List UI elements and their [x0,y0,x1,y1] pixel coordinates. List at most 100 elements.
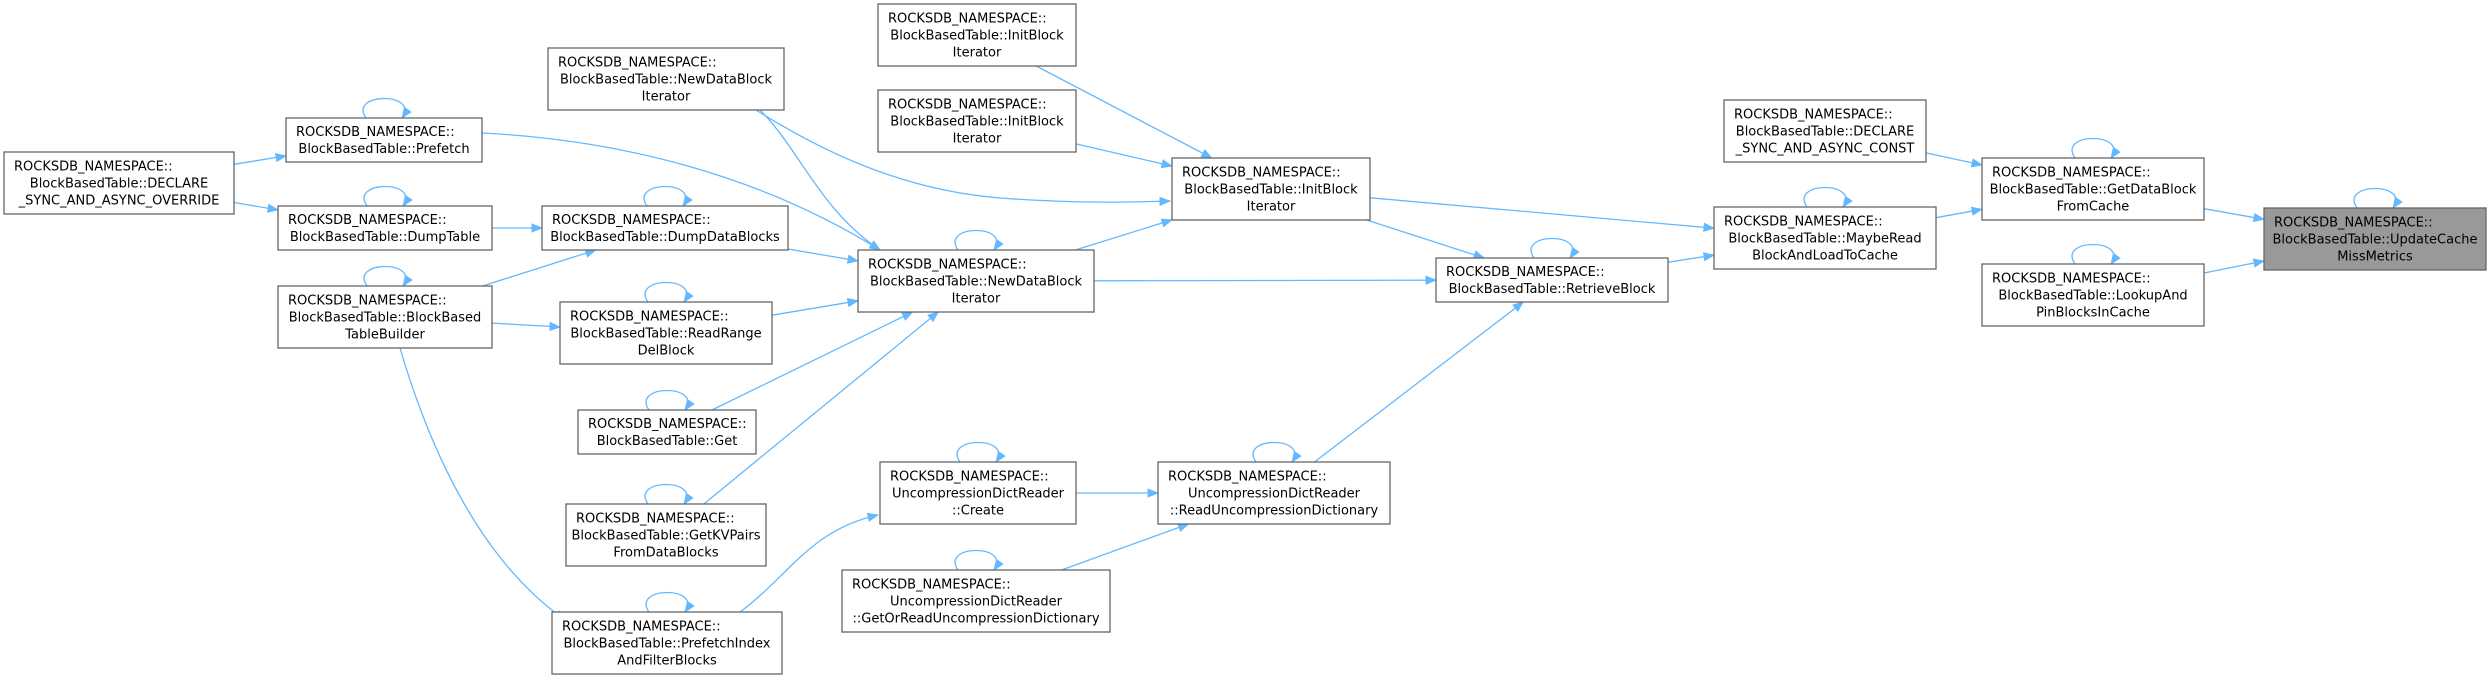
node-box[interactable] [1157,461,1391,525]
node-initblockiter_main[interactable]: ROCKSDB_NAMESPACE::BlockBasedTable::Init… [1171,157,1371,221]
node-initblockiter_b[interactable]: ROCKSDB_NAMESPACE::BlockBasedTable::Init… [877,89,1077,153]
node-uncompcreate[interactable]: ROCKSDB_NAMESPACE::UncompressionDictRead… [879,441,1077,525]
node-box[interactable] [1713,206,1937,270]
node-getdatablock[interactable]: ROCKSDB_NAMESPACE::BlockBasedTable::GetD… [1981,137,2205,221]
self-loop-edge [1803,186,1853,208]
node-readuncompdict[interactable]: ROCKSDB_NAMESPACE::UncompressionDictRead… [1157,441,1391,525]
node-box[interactable] [1723,99,1927,163]
edge-prefetch-to-newdatablockiter_main [481,132,881,251]
edge-dumpdatablocks-to-newdatablockiter_main [787,248,860,264]
node-label-line: ::GetOrReadUncompressionDictionary [852,612,1099,627]
node-label-line: BlockBasedTable::NewDataBlock [560,73,772,88]
node-label-line: BlockBasedTable::Get [597,434,738,449]
node-label-line: BlockBasedTable::GetDataBlock [1990,183,2197,198]
node-label-line: BlockBasedTable::InitBlock [1184,183,1358,198]
edge-builder-to-prefetchindex [399,347,566,621]
edge-newdatablockiter_main-to-initblockiter_main [1075,218,1174,251]
self-loop-edge [2353,187,2403,209]
edge-initblockiter_main-to-retrieveblock [1366,219,1486,260]
node-label-line: ROCKSDB_NAMESPACE:: [1724,215,1883,230]
node-box[interactable] [547,47,785,111]
node-prefetch[interactable]: ROCKSDB_NAMESPACE::BlockBasedTable::Pref… [285,97,483,163]
node-box[interactable] [1981,157,2205,221]
node-label-line: ROCKSDB_NAMESPACE:: [890,470,1049,485]
node-box[interactable] [551,611,783,675]
node-readrangedel[interactable]: ROCKSDB_NAMESPACE::BlockBasedTable::Read… [559,281,773,365]
edge-initblockiter_b-to-initblockiter_main [1075,143,1174,169]
node-box[interactable] [857,249,1095,313]
node-label-line: BlockBasedTable::NewDataBlock [870,275,1082,290]
node-declare_const[interactable]: ROCKSDB_NAMESPACE::BlockBasedTable::DECL… [1723,99,1927,163]
node-box[interactable] [541,205,789,251]
self-loop-edge [956,441,1006,463]
edge-declare_override-to-prefetch [233,152,288,165]
node-box[interactable] [277,285,493,349]
node-label-line: ROCKSDB_NAMESPACE:: [288,294,447,309]
node-label-line: BlockBasedTable::DECLARE [30,177,208,192]
node-box[interactable] [277,205,493,251]
edges-layer [233,65,2266,621]
node-getorreaduncomp[interactable]: ROCKSDB_NAMESPACE::UncompressionDictRead… [841,549,1111,633]
edge-builder-to-dumpdatablocks [482,248,597,287]
node-get[interactable]: ROCKSDB_NAMESPACE::BlockBasedTable::Get [577,389,757,455]
edge-newdatablockiter_main-to-retrieveblock [1093,275,1438,285]
node-label-line: ::ReadUncompressionDictionary [1170,504,1379,519]
node-label-line: ROCKSDB_NAMESPACE:: [570,310,729,325]
node-label-line: ROCKSDB_NAMESPACE:: [288,213,447,228]
node-box[interactable] [565,503,767,567]
node-label-line: DelBlock [638,344,695,359]
node-label-line: ROCKSDB_NAMESPACE:: [1992,166,2151,181]
node-initblockiter_a[interactable]: ROCKSDB_NAMESPACE::BlockBasedTable::Init… [877,3,1077,67]
node-declare_override[interactable]: ROCKSDB_NAMESPACE::BlockBasedTable::DECL… [3,151,235,215]
node-retrieveblock[interactable]: ROCKSDB_NAMESPACE::BlockBasedTable::Retr… [1435,237,1669,303]
node-label-line: ROCKSDB_NAMESPACE:: [588,417,747,432]
node-builder[interactable]: ROCKSDB_NAMESPACE::BlockBasedTable::Bloc… [277,265,493,349]
node-label-line: ROCKSDB_NAMESPACE:: [888,12,1047,27]
node-label-line: MissMetrics [2337,250,2413,265]
edge-prefetchindex-to-uncompcreate [739,512,880,613]
node-update[interactable]: ROCKSDB_NAMESPACE::BlockBasedTable::Upda… [2263,187,2487,271]
node-label-line: ROCKSDB_NAMESPACE:: [2274,216,2433,231]
edge-retrieveblock-to-maybereadblock [1667,252,1716,263]
node-box[interactable] [841,569,1111,633]
node-box[interactable] [1171,157,1371,221]
node-label-line: ROCKSDB_NAMESPACE:: [558,56,717,71]
node-box[interactable] [1981,263,2205,327]
node-label-line: BlockAndLoadToCache [1752,249,1898,264]
node-lookupandpin[interactable]: ROCKSDB_NAMESPACE::BlockBasedTable::Look… [1981,243,2205,327]
node-dumpdatablocks[interactable]: ROCKSDB_NAMESPACE::BlockBasedTable::Dump… [541,185,789,251]
edge-readrangedel-to-newdatablockiter_main [771,297,860,316]
node-label-line: ROCKSDB_NAMESPACE:: [868,258,1027,273]
node-label-line: ROCKSDB_NAMESPACE:: [888,98,1047,113]
node-label-line: ROCKSDB_NAMESPACE:: [1182,166,1341,181]
self-loop-edge [2071,243,2121,265]
node-maybereadblock[interactable]: ROCKSDB_NAMESPACE::BlockBasedTable::Mayb… [1713,186,1937,270]
edge-declare_override-to-dumptable [233,201,280,213]
node-label-line: BlockBasedTable::PrefetchIndex [564,637,771,652]
node-box[interactable] [879,461,1077,525]
self-loop-edge [645,591,695,613]
node-newdatablockiter_main[interactable]: ROCKSDB_NAMESPACE::BlockBasedTable::NewD… [857,229,1095,313]
node-box[interactable] [577,409,757,455]
node-box[interactable] [877,89,1077,153]
self-loop-edge [1252,441,1302,463]
self-loop-edge [363,265,413,287]
node-label-line: BlockBasedTable::RetrieveBlock [1449,282,1656,297]
node-box[interactable] [1435,257,1669,303]
node-box[interactable] [559,301,773,365]
node-label-line: ROCKSDB_NAMESPACE:: [1992,272,2151,287]
node-box[interactable] [2263,207,2487,271]
self-loop-edge [644,281,694,303]
node-prefetchindex[interactable]: ROCKSDB_NAMESPACE::BlockBasedTable::Pref… [551,591,783,675]
node-label-line: Iterator [952,292,1001,307]
node-box[interactable] [877,3,1077,67]
node-label-line: Iterator [953,46,1002,61]
node-newdatablockiter_top[interactable]: ROCKSDB_NAMESPACE::BlockBasedTable::NewD… [547,47,785,111]
node-label-line: ROCKSDB_NAMESPACE:: [552,213,711,228]
node-box[interactable] [3,151,235,215]
node-dumptable[interactable]: ROCKSDB_NAMESPACE::BlockBasedTable::Dump… [277,185,493,251]
self-loop-edge [1530,237,1580,259]
node-getkvpairs[interactable]: ROCKSDB_NAMESPACE::BlockBasedTable::GetK… [565,483,767,567]
node-box[interactable] [285,117,483,163]
